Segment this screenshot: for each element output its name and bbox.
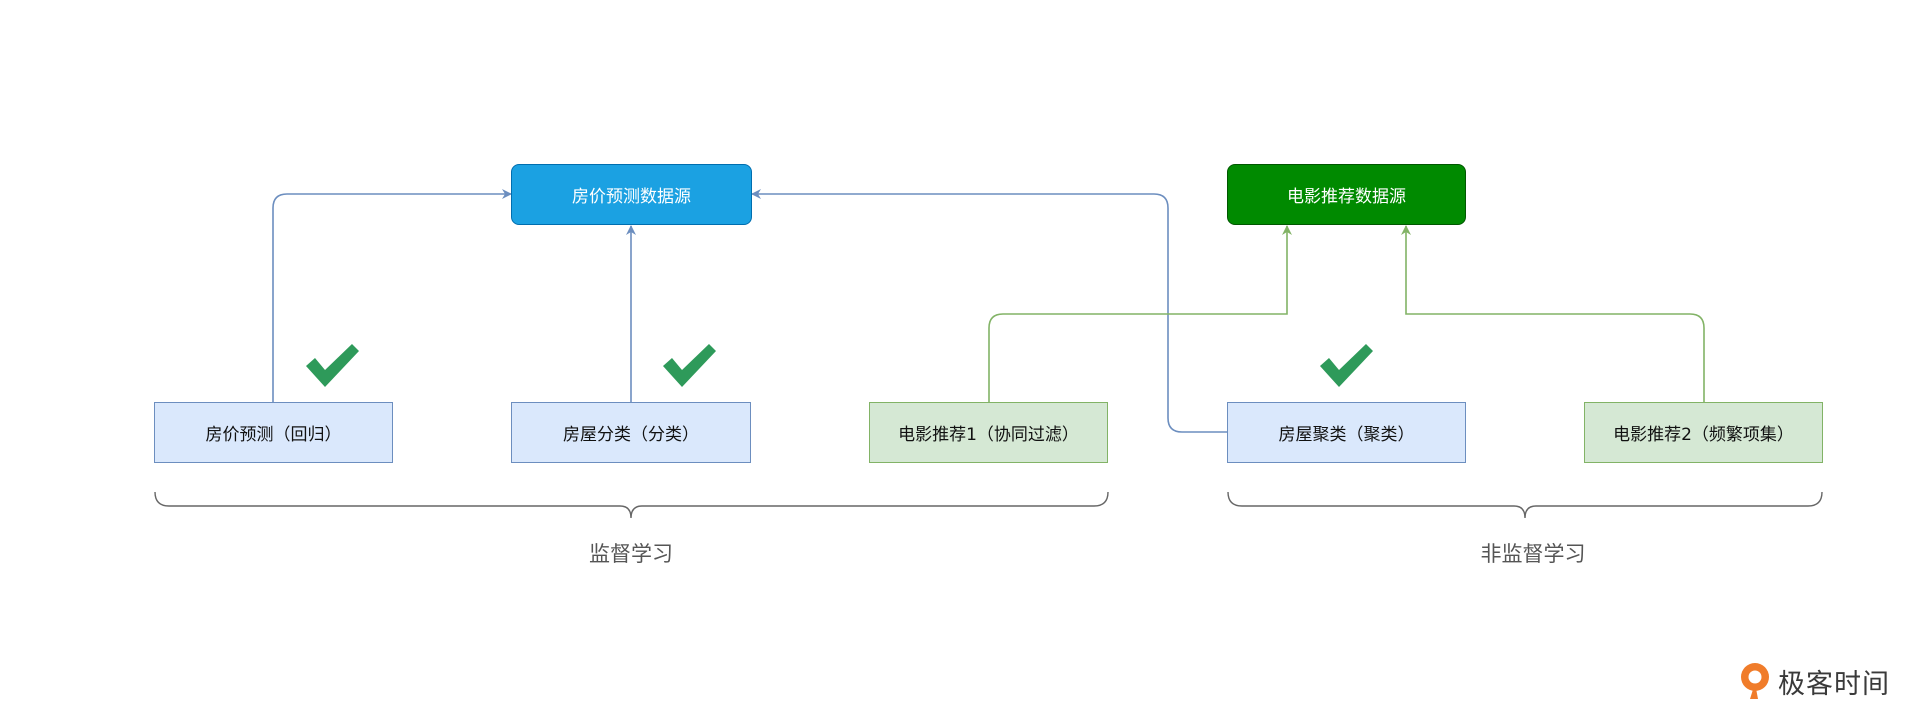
brace-unsupervised	[1227, 491, 1823, 519]
group-label-supervised: 监督学习	[589, 542, 673, 566]
check-icon	[1320, 344, 1373, 387]
edge-clustering-to-house-source	[751, 189, 1228, 433]
task-price-regression: 房价预测（回归）	[154, 402, 393, 463]
task-house-classification-label: 房屋分类（分类）	[563, 425, 699, 445]
check-icon	[663, 344, 716, 387]
house-data-source-label: 房价预测数据源	[572, 187, 691, 207]
edge-itemset-to-movie-source	[1401, 225, 1705, 402]
group-label-unsupervised: 非监督学习	[1480, 542, 1586, 566]
task-movie-cf: 电影推荐1（协同过滤）	[869, 402, 1108, 463]
brand-mark-icon	[1741, 663, 1769, 699]
brand-logo: 极客时间	[1738, 661, 1890, 701]
task-movie-itemset: 电影推荐2（频繁项集）	[1584, 402, 1823, 463]
brand-name: 极客时间	[1778, 668, 1890, 700]
house-data-source: 房价预测数据源	[511, 164, 752, 225]
check-icon	[306, 344, 359, 387]
task-house-clustering: 房屋聚类（聚类）	[1227, 402, 1466, 463]
edge-cf-to-movie-source	[988, 225, 1292, 402]
movie-data-source: 电影推荐数据源	[1227, 164, 1466, 225]
movie-data-source-label: 电影推荐数据源	[1287, 187, 1406, 207]
task-movie-itemset-label: 电影推荐2（频繁项集）	[1613, 425, 1794, 445]
brace-supervised	[154, 491, 1109, 519]
task-movie-cf-label: 电影推荐1（协同过滤）	[898, 425, 1079, 445]
task-house-clustering-label: 房屋聚类（聚类）	[1278, 425, 1415, 445]
edge-regression-to-house-source	[272, 189, 512, 402]
task-price-regression-label: 房价预测（回归）	[205, 425, 342, 445]
task-house-classification: 房屋分类（分类）	[511, 402, 751, 463]
